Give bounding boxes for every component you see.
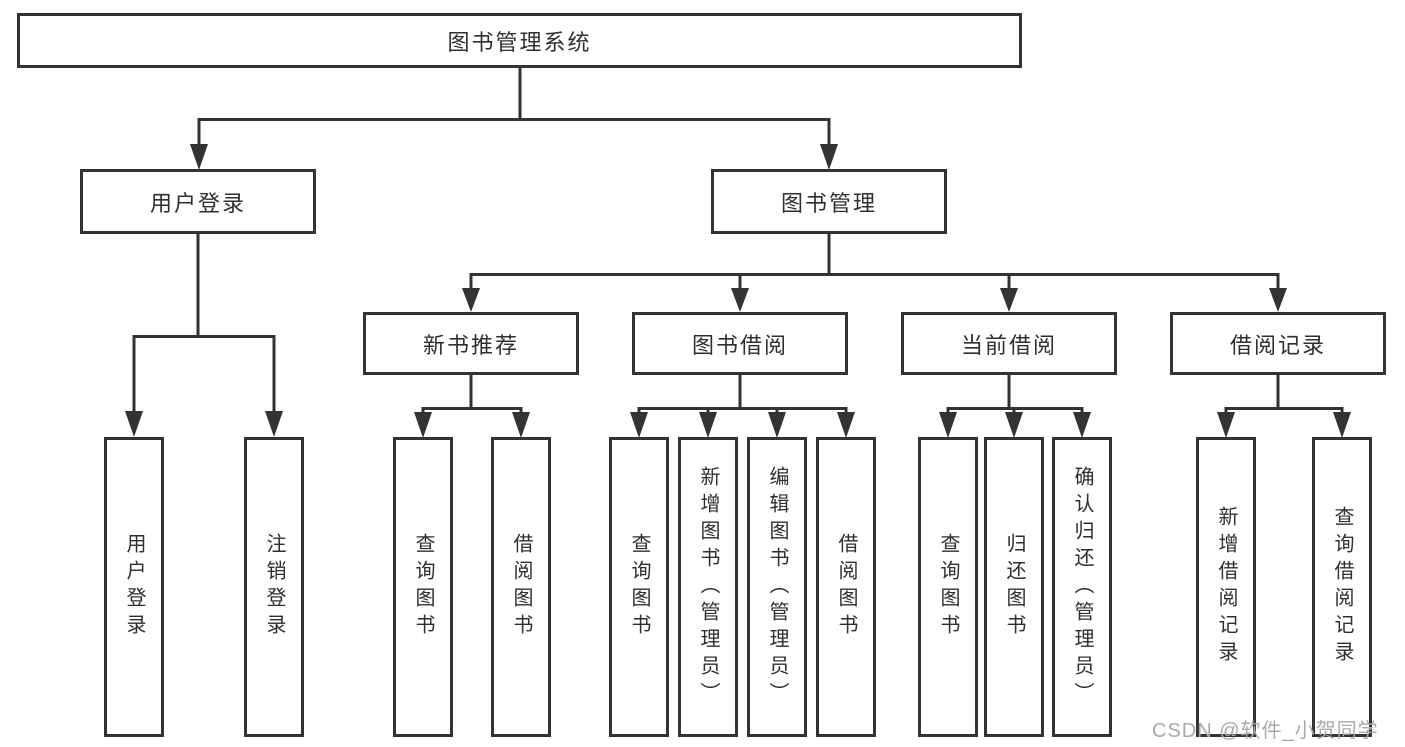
leaf-query-book-3-label: 查询图书 xyxy=(937,533,959,641)
node-current-borrow: 当前借阅 xyxy=(901,312,1117,375)
leaf-query-book-1-label: 查询图书 xyxy=(412,533,434,641)
connector-book-management xyxy=(469,234,1280,290)
leaf-query-borrow-record: 查询借阅记录 xyxy=(1312,437,1372,737)
leaf-logout: 注销登录 xyxy=(244,437,304,737)
node-borrow-record-label: 借阅记录 xyxy=(1229,332,1326,358)
node-book-management-label: 图书管理 xyxy=(780,190,877,216)
connector-user-login xyxy=(132,234,276,413)
node-new-book-recommend: 新书推荐 xyxy=(363,312,579,375)
arrowhead-leaf-add-borrow-record xyxy=(1217,412,1235,438)
leaf-edit-book-admin-label: 编辑图书（管理员） xyxy=(766,465,788,709)
leaf-logout-label: 注销登录 xyxy=(263,533,285,641)
arrowhead-new-book-recommend xyxy=(462,288,480,312)
node-book-borrow: 图书借阅 xyxy=(632,312,848,375)
arrowhead-leaf-borrow-book-1 xyxy=(512,412,530,438)
arrowhead-leaf-add-book xyxy=(699,412,717,438)
leaf-user-login-label: 用户登录 xyxy=(123,533,145,641)
leaf-query-book-2-label: 查询图书 xyxy=(628,533,650,641)
node-root: 图书管理系统 xyxy=(17,13,1022,68)
arrowhead-borrow-record xyxy=(1269,288,1287,312)
connector-book-borrow xyxy=(637,375,848,414)
leaf-confirm-return-admin: 确认归还（管理员） xyxy=(1052,437,1112,737)
leaf-add-book-admin-label: 新增图书（管理员） xyxy=(697,465,719,709)
leaf-return-book: 归还图书 xyxy=(984,437,1044,737)
arrowhead-book-management-branch xyxy=(820,144,838,170)
connector-root xyxy=(197,68,831,146)
arrowhead-leaf-logout xyxy=(265,411,283,437)
leaf-borrow-book-2-label: 借阅图书 xyxy=(835,533,857,641)
node-borrow-record: 借阅记录 xyxy=(1170,312,1386,375)
arrowhead-leaf-query-borrow-record xyxy=(1333,412,1351,438)
node-current-borrow-label: 当前借阅 xyxy=(960,332,1057,358)
arrowhead-leaf-query-book-2 xyxy=(630,412,648,438)
arrowhead-leaf-confirm-return xyxy=(1073,412,1091,438)
arrowhead-book-borrow xyxy=(731,288,749,312)
arrowhead-leaf-return-book xyxy=(1005,412,1023,438)
node-root-label: 图书管理系统 xyxy=(447,29,592,55)
arrowhead-leaf-user-login xyxy=(125,411,143,437)
leaf-query-borrow-record-label: 查询借阅记录 xyxy=(1331,506,1353,668)
node-new-book-recommend-label: 新书推荐 xyxy=(422,332,519,358)
node-user-login: 用户登录 xyxy=(80,169,316,234)
leaf-confirm-return-admin-label: 确认归还（管理员） xyxy=(1071,465,1093,709)
arrowhead-leaf-query-book-3 xyxy=(939,412,957,438)
leaf-query-book-1: 查询图书 xyxy=(393,437,453,737)
arrowhead-leaf-query-book-1 xyxy=(414,412,432,438)
arrowhead-leaf-borrow-book-2 xyxy=(837,412,855,438)
leaf-query-book-2: 查询图书 xyxy=(609,437,669,737)
leaf-add-borrow-record-label: 新增借阅记录 xyxy=(1215,506,1237,668)
leaf-add-book-admin: 新增图书（管理员） xyxy=(678,437,738,737)
leaf-borrow-book-2: 借阅图书 xyxy=(816,437,876,737)
csdn-watermark: CSDN @软件_小贺同学 xyxy=(1152,720,1379,742)
leaf-borrow-book-1-label: 借阅图书 xyxy=(510,533,532,641)
connector-current-borrow xyxy=(946,375,1084,414)
arrowhead-leaf-edit-book xyxy=(768,412,786,438)
leaf-return-book-label: 归还图书 xyxy=(1003,533,1025,641)
node-book-borrow-label: 图书借阅 xyxy=(691,332,788,358)
leaf-borrow-book-1: 借阅图书 xyxy=(491,437,551,737)
arrowhead-user-login-branch xyxy=(190,144,208,170)
leaf-user-login: 用户登录 xyxy=(104,437,164,737)
connector-borrow-record xyxy=(1224,375,1344,414)
arrowhead-current-borrow xyxy=(1000,288,1018,312)
connector-new-book-recommend xyxy=(421,375,523,414)
node-user-login-label: 用户登录 xyxy=(149,190,246,216)
leaf-add-borrow-record: 新增借阅记录 xyxy=(1196,437,1256,737)
leaf-query-book-3: 查询图书 xyxy=(918,437,978,737)
leaf-edit-book-admin: 编辑图书（管理员） xyxy=(747,437,807,737)
node-book-management: 图书管理 xyxy=(711,169,947,234)
